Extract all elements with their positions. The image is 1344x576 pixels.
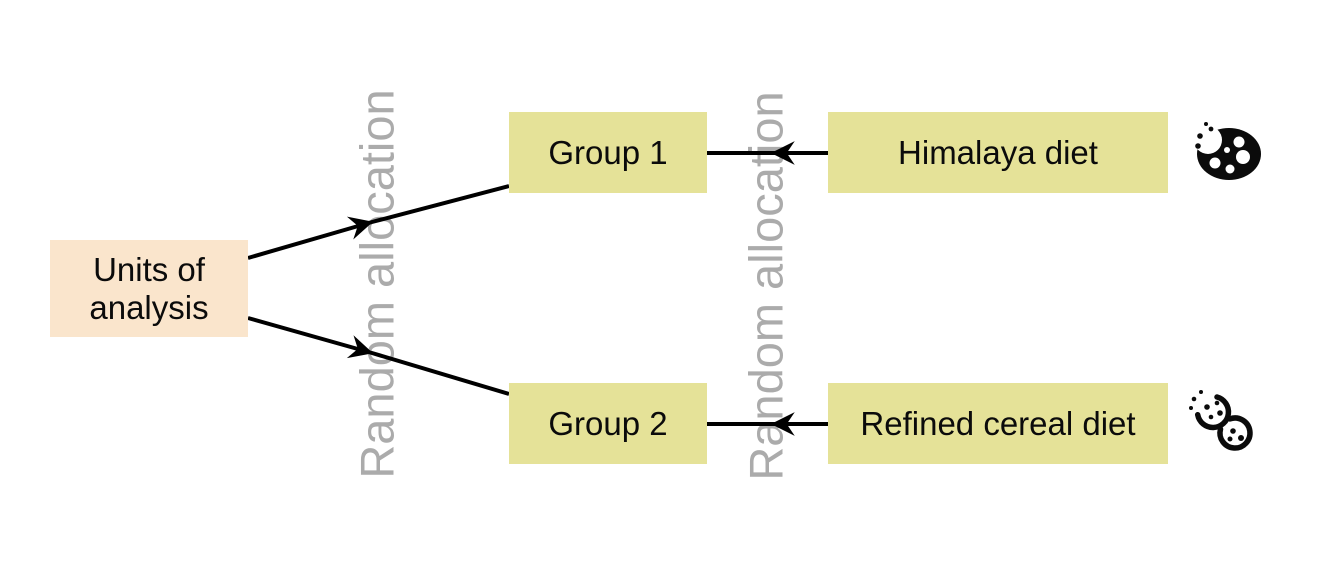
cookie-pair-icon — [1189, 390, 1253, 451]
random-allocation-label-left: Random allocation — [350, 89, 404, 479]
units-of-analysis-node: Units of analysis — [50, 240, 248, 337]
random-allocation-label-right: Random allocation — [739, 91, 793, 481]
himalaya-diet-node: Himalaya diet — [828, 112, 1168, 193]
refined-cereal-diet-node: Refined cereal diet — [828, 383, 1168, 464]
group2-node: Group 2 — [509, 383, 707, 464]
bitten-cookie-icon — [1194, 122, 1261, 180]
group1-node: Group 1 — [509, 112, 707, 193]
